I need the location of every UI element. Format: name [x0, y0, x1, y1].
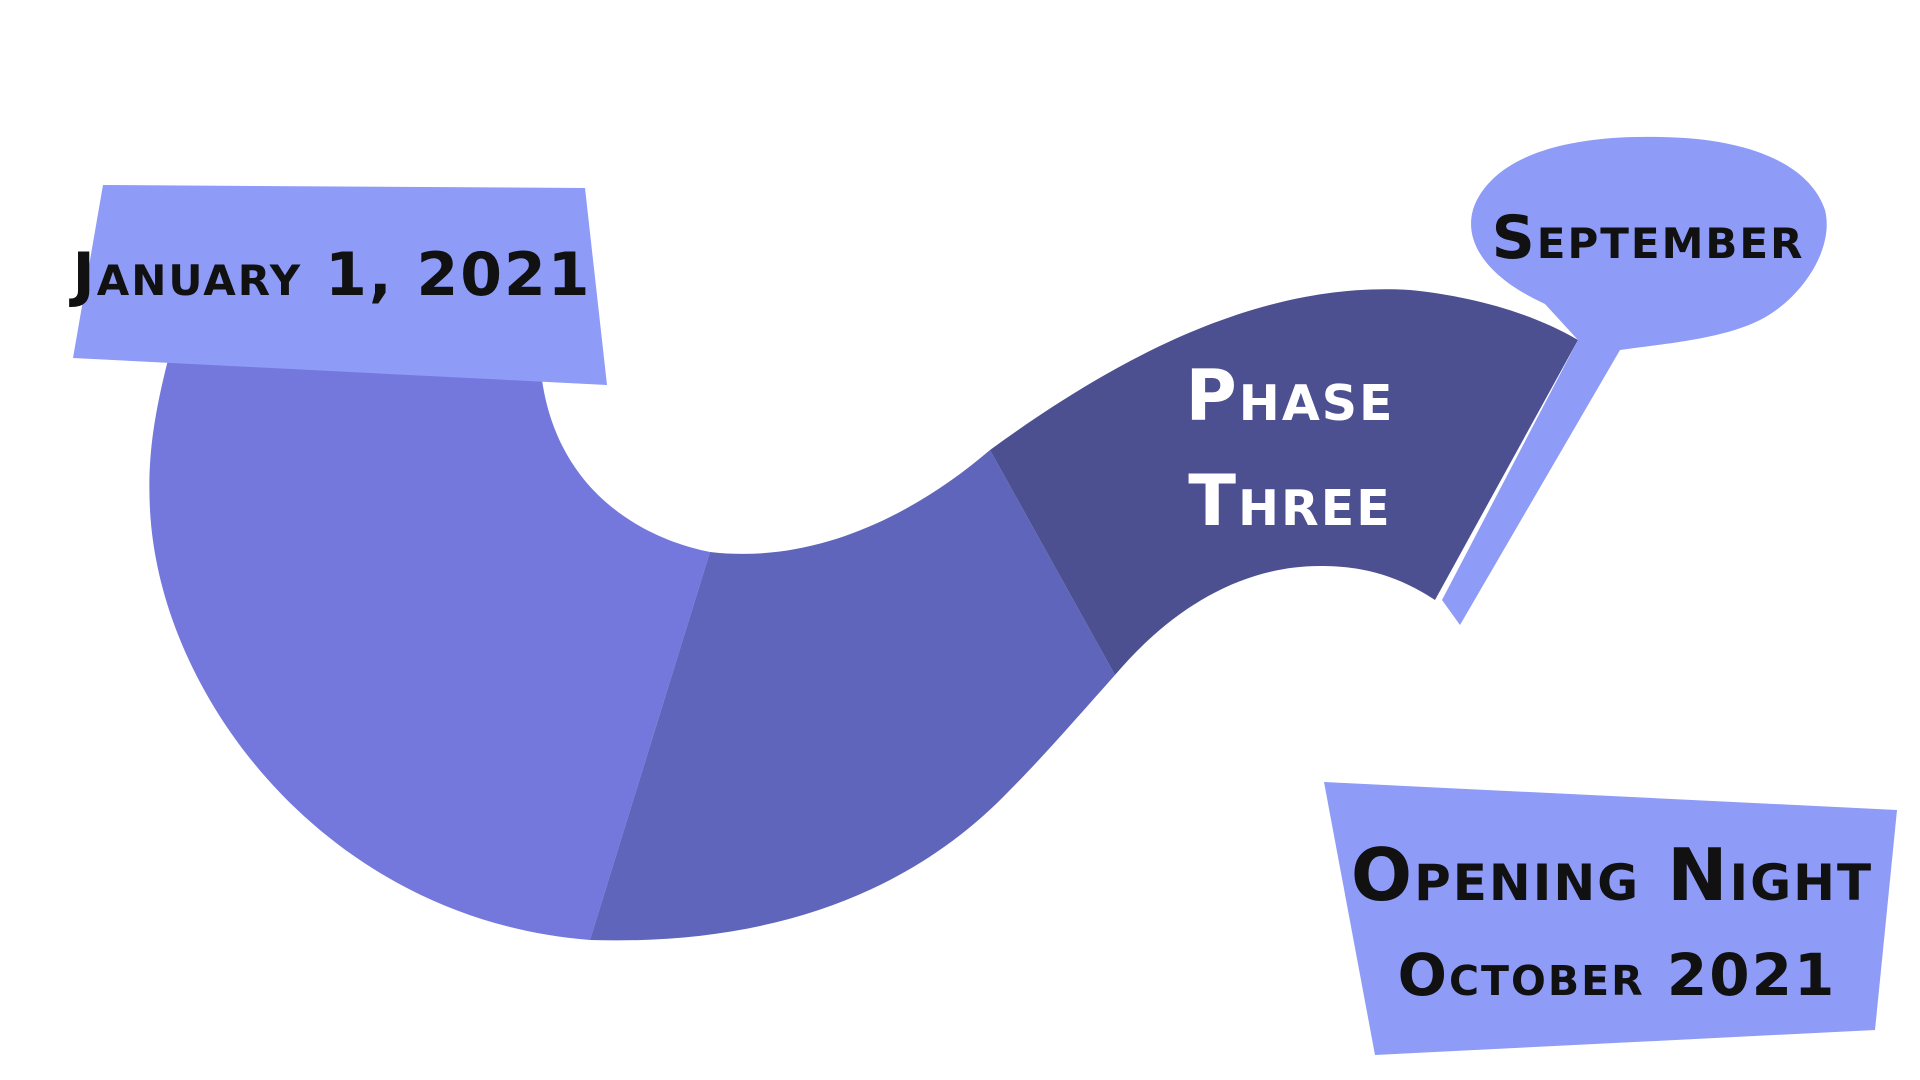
- start-label-banner: [73, 185, 607, 385]
- phase-label-line-2: Three: [1188, 460, 1391, 542]
- milestone-bubble: [1442, 136, 1827, 625]
- ribbon-segment-2: [590, 450, 1115, 941]
- ribbon-segment-1: [149, 360, 710, 940]
- milestone-label: September: [1492, 203, 1805, 273]
- ribbon-segment-3: [990, 289, 1578, 675]
- end-date-label: October 2021: [1398, 941, 1837, 1009]
- end-title-label: Opening Night: [1351, 833, 1873, 917]
- end-label-banner: [1324, 782, 1897, 1055]
- phase-label-line-1: Phase: [1186, 355, 1395, 437]
- start-date-label: January 1, 2021: [68, 240, 591, 310]
